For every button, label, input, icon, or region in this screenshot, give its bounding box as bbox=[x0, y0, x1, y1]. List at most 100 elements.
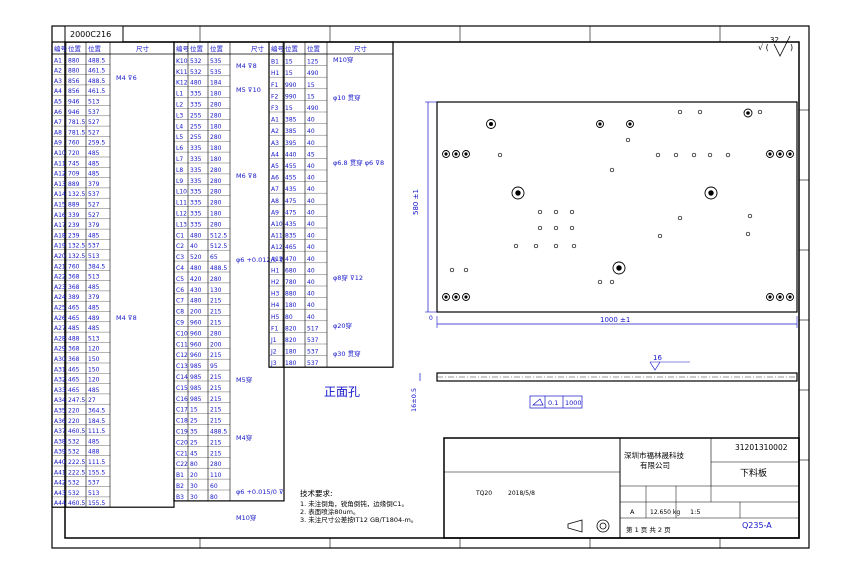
table3-cell: 435 bbox=[285, 186, 297, 193]
table2-cell: 480 bbox=[190, 298, 202, 305]
table2-cell: 335 bbox=[190, 221, 202, 228]
table3-group-note: φ20穿 bbox=[333, 321, 352, 330]
hole-mark bbox=[452, 293, 460, 301]
inner-border bbox=[64, 41, 800, 539]
table2-cell: 520 bbox=[190, 254, 202, 261]
hole-center bbox=[746, 111, 750, 115]
hole-center bbox=[454, 295, 458, 299]
table1-cell: A29 bbox=[54, 346, 66, 353]
table1-cell: 155.5 bbox=[88, 500, 105, 507]
table1-cell: 239 bbox=[68, 232, 80, 239]
table3-cell: A6 bbox=[271, 175, 279, 182]
table2-cell: K12 bbox=[176, 80, 188, 87]
hole-mark bbox=[452, 150, 460, 158]
table3-cell: H3 bbox=[271, 291, 280, 298]
small-hole-mark bbox=[537, 225, 543, 231]
table3-cell: H1 bbox=[271, 70, 280, 77]
hole-mark bbox=[704, 186, 718, 200]
hole-center bbox=[616, 265, 622, 271]
table3-cell: 40 bbox=[307, 163, 315, 170]
table1-cell: A28 bbox=[54, 335, 66, 342]
table1-group-note: M4 ⊽8 bbox=[116, 314, 137, 322]
small-hole-mark bbox=[553, 243, 559, 249]
table1-cell: A30 bbox=[54, 356, 66, 363]
table3-cell: 40 bbox=[307, 256, 315, 263]
table2-cell: 95 bbox=[210, 363, 218, 370]
table2-cell: 480 bbox=[190, 265, 202, 272]
table3-cell: 680 bbox=[285, 267, 297, 274]
table3-cell: 465 bbox=[285, 244, 297, 251]
table1-cell: 760 bbox=[68, 140, 80, 147]
table1-cell: 465 bbox=[68, 387, 80, 394]
table3-cell: 15 bbox=[285, 70, 293, 77]
table1-cell: 532 bbox=[68, 480, 80, 487]
table1-cell: 527 bbox=[88, 202, 100, 209]
table3-cell: 40 bbox=[307, 117, 315, 124]
view-label: 正面孔 bbox=[324, 385, 360, 399]
table1-cell: A5 bbox=[54, 99, 62, 106]
table1-cell: A23 bbox=[54, 284, 66, 291]
hole-center bbox=[788, 295, 792, 299]
roughness-check-label: √ ( bbox=[758, 43, 769, 52]
small-hole-mark bbox=[497, 152, 503, 158]
table2-cell: 335 bbox=[190, 102, 202, 109]
roughness-value: 32 bbox=[770, 36, 779, 44]
table2-cell: 280 bbox=[210, 461, 222, 468]
table2-cell: 180 bbox=[210, 156, 222, 163]
tech-title: 技术要求: bbox=[300, 488, 333, 498]
table2-cell: 200 bbox=[190, 309, 202, 316]
table3-group-note: φ6.8 贯穿 φ6 ⊽8 bbox=[333, 158, 384, 167]
table2-group-note: M5 ⊽10 bbox=[236, 86, 261, 94]
table3-header-2: 位置 bbox=[285, 44, 299, 53]
small-hole-mark bbox=[725, 152, 731, 158]
table1-cell: 513 bbox=[88, 99, 100, 106]
table1-cell: 379 bbox=[88, 222, 100, 229]
table1-cell: 111.5 bbox=[88, 459, 105, 466]
scale: 1:5 bbox=[690, 508, 700, 516]
table2-cell: C18 bbox=[176, 418, 188, 425]
table2-cell: 985 bbox=[190, 396, 202, 403]
table1-cell: A44 bbox=[54, 500, 66, 507]
table1-cell: A34 bbox=[54, 397, 66, 404]
table1-cell: 488.5 bbox=[88, 78, 105, 85]
table2-cell: C22 bbox=[176, 461, 188, 468]
table2-cell: 960 bbox=[190, 320, 202, 327]
table1-cell: A1 bbox=[54, 57, 62, 64]
small-hole-mark bbox=[757, 109, 763, 115]
table1-cell: 132.5 bbox=[68, 191, 85, 198]
table1-cell: 488 bbox=[88, 449, 100, 456]
table1-header-1: 编号 bbox=[54, 44, 68, 53]
hole-center bbox=[768, 152, 772, 156]
table2-group-note: M4穿 bbox=[236, 433, 252, 442]
table3-cell: 455 bbox=[285, 175, 297, 182]
table3-cell: A13 bbox=[271, 256, 283, 263]
table1-cell: A12 bbox=[54, 171, 66, 178]
origin-label: 0 bbox=[429, 315, 433, 322]
table2-cell: 535 bbox=[210, 69, 222, 76]
table1-cell: A7 bbox=[54, 119, 62, 126]
table3-cell: 475 bbox=[285, 198, 297, 205]
table1-cell: A19 bbox=[54, 243, 66, 250]
hole-mark bbox=[776, 150, 784, 158]
table1-cell: 485 bbox=[88, 232, 100, 239]
zone-marks bbox=[199, 26, 809, 548]
small-hole-mark bbox=[569, 225, 575, 231]
table2-cell: C20 bbox=[176, 439, 188, 446]
table2-cell: 15 bbox=[190, 407, 198, 414]
small-hole-mark bbox=[569, 209, 575, 215]
small-hole-mark bbox=[655, 152, 661, 158]
table1-cell: A3 bbox=[54, 78, 62, 85]
table2-cell: C14 bbox=[176, 374, 188, 381]
table2-group-note: φ6 +0.015/0 ⊽ bbox=[236, 488, 284, 496]
table3-cell: 15 bbox=[307, 82, 315, 89]
table2-cell: 40 bbox=[190, 243, 198, 250]
table3-cell: H1 bbox=[271, 267, 280, 274]
table3-cell: 820 bbox=[285, 325, 297, 332]
table2-cell: 512.5 bbox=[210, 243, 227, 250]
table3-cell: J3 bbox=[270, 360, 277, 367]
table2-cell: L13 bbox=[176, 221, 187, 228]
table3-cell: A1 bbox=[271, 117, 279, 124]
table1-cell: 384.5 bbox=[88, 263, 105, 270]
roughness-symbol: √ ( 32 ) bbox=[758, 35, 793, 57]
